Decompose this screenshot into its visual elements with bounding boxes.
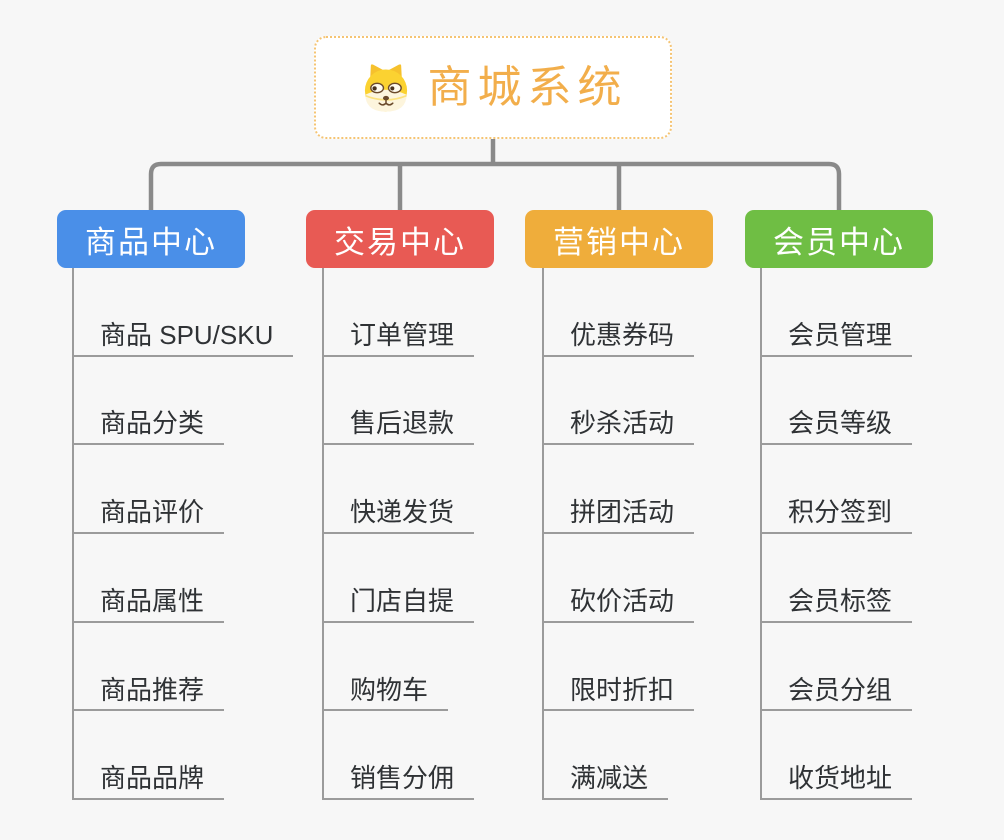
branch-item[interactable]: 秒杀活动 (544, 357, 695, 446)
branch-node-trade-center[interactable]: 交易中心 (306, 210, 494, 268)
branch-item[interactable]: 拼团活动 (544, 445, 695, 535)
branch-item[interactable]: 商品 SPU/SKU (74, 268, 294, 357)
branch-item[interactable]: 商品分类 (74, 357, 225, 446)
branch-item[interactable]: 购物车 (324, 623, 449, 712)
branch-node-member-center[interactable]: 会员中心 (745, 210, 933, 268)
branch-item[interactable]: 商品品牌 (74, 711, 225, 801)
branch-item[interactable]: 会员等级 (762, 357, 913, 446)
branch-item[interactable]: 订单管理 (324, 268, 475, 357)
branch-node-label: 交易中心 (334, 224, 466, 260)
branch-item[interactable]: 积分签到 (762, 445, 913, 535)
branch-node-marketing-center[interactable]: 营销中心 (525, 210, 713, 268)
branch-rail-line (148, 161, 842, 210)
branch-item[interactable]: 满减送 (544, 711, 669, 801)
branch-node-label: 营销中心 (553, 224, 685, 260)
branch-item[interactable]: 门店自提 (324, 534, 475, 623)
branch-item[interactable]: 商品属性 (74, 534, 225, 623)
branch-item[interactable]: 商品评价 (74, 445, 225, 535)
root-node-mall-system[interactable]: 商城系统 (314, 36, 672, 139)
branch-item[interactable]: 会员分组 (762, 623, 913, 712)
dog-face-icon (364, 63, 407, 112)
branch-item[interactable]: 砍价活动 (544, 534, 695, 623)
root-node-label: 商城系统 (427, 62, 628, 112)
branch-item[interactable]: 商品推荐 (74, 623, 225, 712)
branch-items-member-center: 会员管理 会员等级 积分签到 会员标签 会员分组 收货地址 (760, 268, 913, 801)
branch-item[interactable]: 售后退款 (324, 357, 475, 446)
branch-item[interactable]: 会员管理 (762, 268, 913, 357)
branch-items-product-center: 商品 SPU/SKU 商品分类 商品评价 商品属性 商品推荐 商品品牌 (72, 268, 294, 801)
branch-node-label: 商品中心 (85, 224, 217, 260)
branch-item[interactable]: 限时折扣 (544, 623, 695, 712)
branch-node-label: 会员中心 (773, 224, 905, 260)
branch-item[interactable]: 快递发货 (324, 445, 475, 535)
branch-items-trade-center: 订单管理 售后退款 快递发货 门店自提 购物车 销售分佣 (322, 268, 475, 801)
branch-item[interactable]: 会员标签 (762, 534, 913, 623)
branch-node-product-center[interactable]: 商品中心 (57, 210, 245, 268)
branch-items-marketing-center: 优惠券码 秒杀活动 拼团活动 砍价活动 限时折扣 满减送 (542, 268, 695, 801)
branch-item[interactable]: 优惠券码 (544, 268, 695, 357)
branch-item[interactable]: 销售分佣 (324, 711, 475, 801)
branch-item[interactable]: 收货地址 (762, 711, 913, 801)
